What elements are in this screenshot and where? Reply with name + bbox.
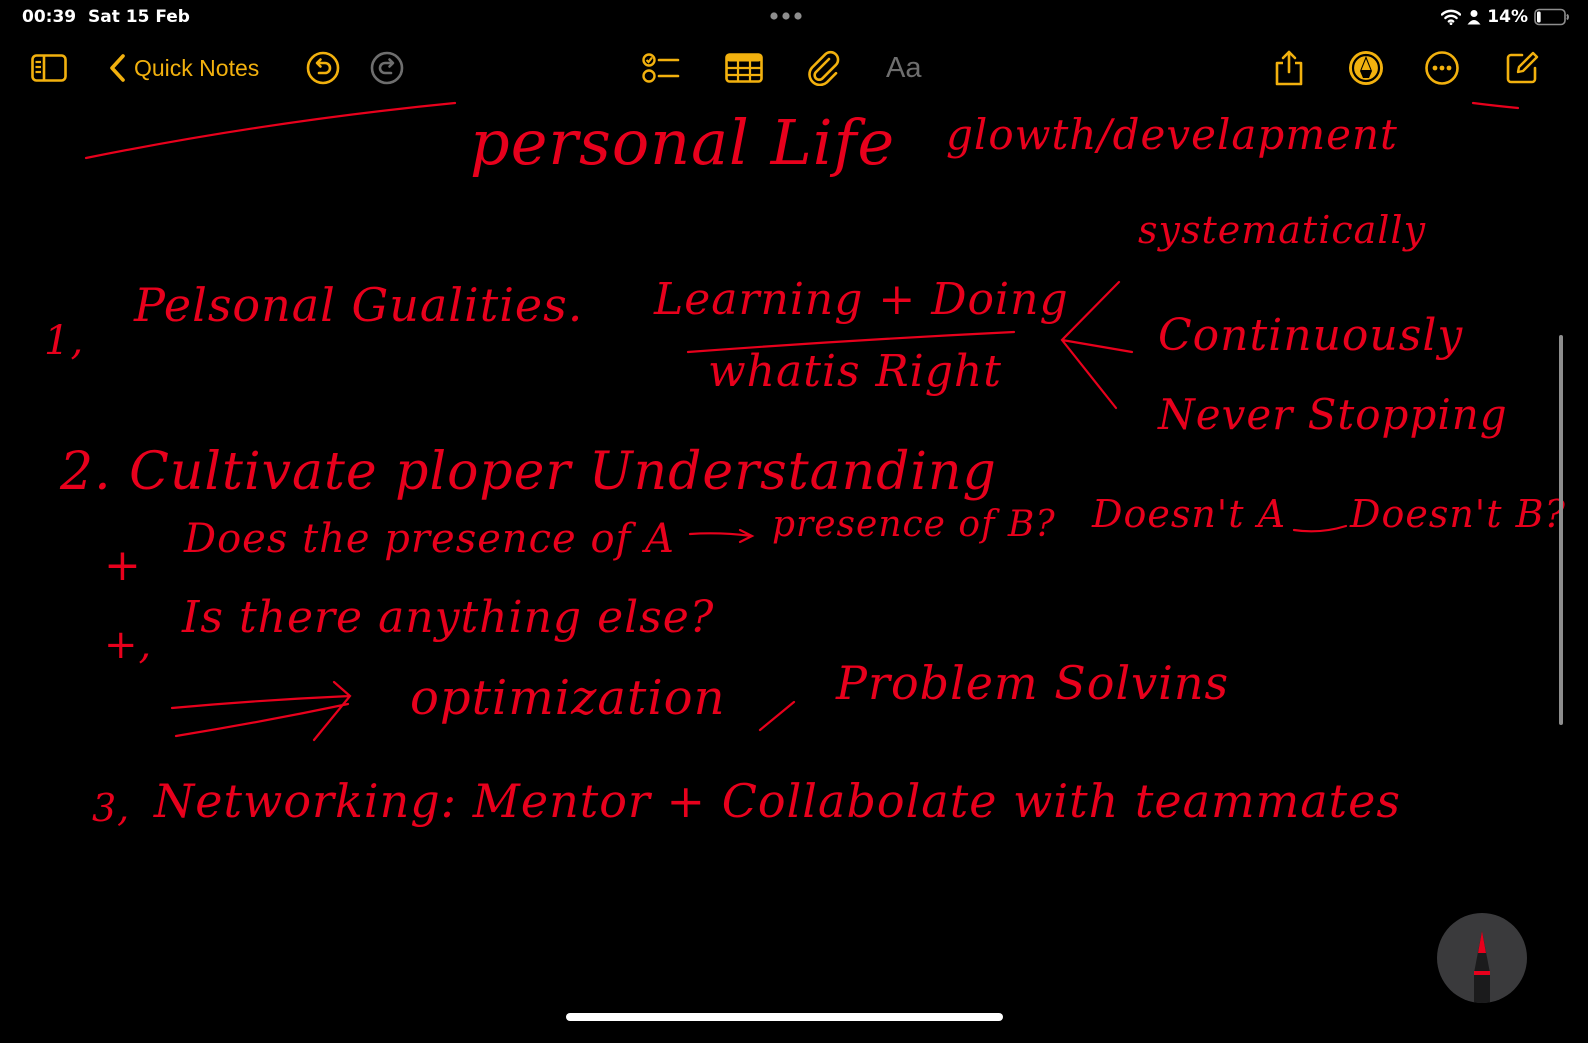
undo-button[interactable] <box>306 48 340 88</box>
q1-text-d: Doesn't B? <box>1350 492 1566 536</box>
wifi-icon <box>1441 9 1462 25</box>
ink-strokes <box>84 101 1520 742</box>
back-label: Quick Notes <box>134 54 260 81</box>
dash-arrow <box>1292 524 1348 533</box>
scroll-indicator[interactable] <box>1559 335 1563 725</box>
learning-underline <box>686 330 1016 354</box>
status-date: Sat 15 Feb <box>88 7 190 27</box>
q1-text-c: Doesn't A <box>1092 492 1287 536</box>
top-right-stroke <box>1471 101 1520 110</box>
note-optimization: optimization <box>410 670 726 726</box>
long-arrow <box>170 680 352 742</box>
q1-text-a: Does the presence of A <box>184 516 675 562</box>
note-never-stopping: Never Stopping <box>1158 390 1508 439</box>
table-button[interactable] <box>724 48 764 88</box>
comma-stroke <box>758 700 796 732</box>
item2: 2. Cultivate ploper Understanding <box>60 442 997 502</box>
pencil-tool-button[interactable] <box>1437 913 1527 1003</box>
sidebar-icon <box>31 54 67 82</box>
markup-button[interactable] <box>1347 48 1385 88</box>
battery-icon <box>1534 8 1569 26</box>
item3-number: 3, <box>92 786 131 830</box>
status-indicators: 14% <box>1441 6 1570 28</box>
note-canvas[interactable]: personal Life glowth/develapment systema… <box>0 96 1588 996</box>
battery-percent: 14% <box>1487 7 1528 27</box>
multitasking-dots-icon[interactable] <box>769 10 803 22</box>
compose-button[interactable] <box>1504 48 1540 88</box>
q2-bullet: +, <box>104 622 153 668</box>
notes-toolbar: Quick Notes <box>0 40 1588 96</box>
status-time: 00:39 <box>22 7 77 27</box>
more-button[interactable] <box>1424 48 1460 88</box>
status-bar: 00:39 Sat 15 Feb 14% <box>0 0 1588 34</box>
back-button[interactable]: Quick Notes <box>108 48 259 88</box>
person-icon <box>1467 10 1481 25</box>
sidebar-button[interactable] <box>30 48 68 88</box>
note-growth: glowth/develapment <box>946 110 1398 159</box>
implies-arrow <box>688 528 755 544</box>
more-icon <box>1425 51 1459 85</box>
redo-icon <box>370 51 404 85</box>
top-left-stroke <box>84 101 457 160</box>
attachment-button[interactable] <box>806 48 842 88</box>
note-problem-solvins: Problem Solvins <box>836 656 1230 710</box>
q1-bullet: + <box>104 540 142 591</box>
item3: Networking: Mentor + Collabolate with te… <box>154 774 1401 828</box>
redo-button[interactable] <box>370 48 404 88</box>
chevron-left-icon <box>110 54 125 82</box>
q1-text-b: presence of B? <box>772 504 1056 545</box>
table-icon <box>725 53 763 83</box>
q2-text: Is there anything else? <box>182 592 715 643</box>
note-continuously: Continuously <box>1158 310 1464 361</box>
item1-number: 1, <box>44 318 85 364</box>
share-icon <box>1275 50 1303 86</box>
pencil-icon <box>1474 931 1490 1003</box>
undo-icon <box>306 51 340 85</box>
bracket-arrow <box>1060 280 1134 410</box>
format-label: Aa <box>886 51 922 84</box>
format-button[interactable]: Aa <box>886 48 921 88</box>
markup-icon <box>1349 51 1383 85</box>
compose-icon <box>1506 51 1539 84</box>
home-indicator[interactable] <box>566 1013 1003 1021</box>
paperclip-icon <box>808 50 840 86</box>
share-button[interactable] <box>1272 48 1306 88</box>
note-systematically: systematically <box>1138 208 1427 252</box>
note-title: personal Life <box>470 106 896 179</box>
note-learning-doing: Learning + Doing <box>654 274 1069 325</box>
checklist-icon <box>642 53 680 83</box>
checklist-button[interactable] <box>642 48 680 88</box>
item1-label: Pelsonal Gualities. <box>134 278 584 332</box>
note-what-is-right: whatis Right <box>708 346 1002 397</box>
